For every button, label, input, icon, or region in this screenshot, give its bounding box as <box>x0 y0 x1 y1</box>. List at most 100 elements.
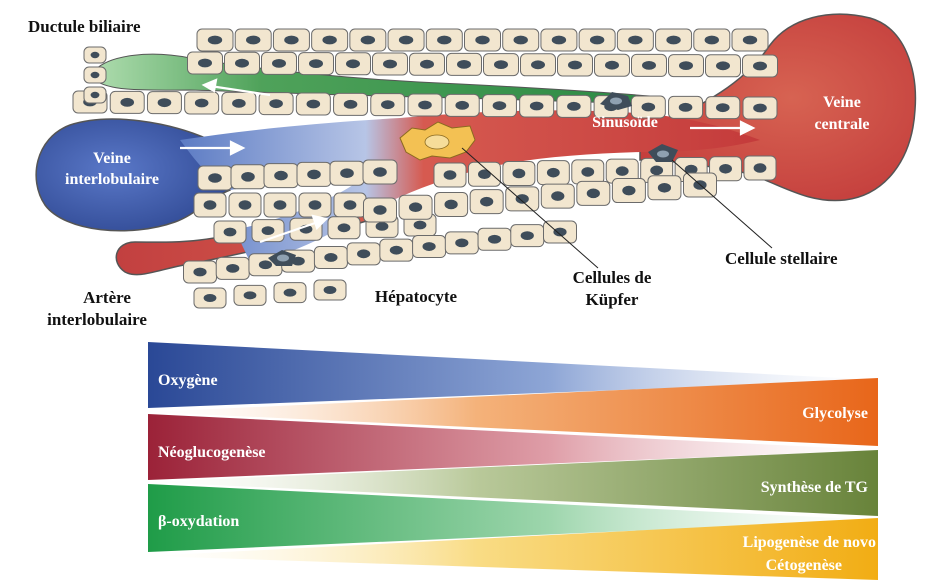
zonation-gradients: Oxygène Glycolyse Néoglucogenèse Synthès… <box>148 342 880 580</box>
hepatocyte-nucleus <box>346 59 360 68</box>
label-artere-interlobulaire-2: interlobulaire <box>47 310 147 329</box>
hepatocyte-nucleus <box>705 36 719 45</box>
hepatocyte-nucleus <box>455 239 468 248</box>
hepatocyte-nucleus <box>650 166 663 176</box>
hepatocyte-nucleus <box>373 167 387 177</box>
label-cetogenese: Cétogenèse <box>766 557 842 574</box>
hepatocyte-nucleus <box>91 72 100 78</box>
hepatocyte-nucleus <box>381 100 395 109</box>
hepatocyte-nucleus <box>414 221 427 230</box>
hepatocyte-nucleus <box>226 264 239 273</box>
hepatocyte-nucleus <box>679 103 693 112</box>
hepatocyte-nucleus <box>420 60 434 69</box>
label-veine-interlobulaire-2: interlobulaire <box>65 171 159 188</box>
hepatocyte-nucleus <box>262 226 275 235</box>
hepatocyte-nucleus <box>235 59 249 68</box>
hepatocyte-nucleus <box>437 36 451 45</box>
hepatocyte-nucleus <box>754 163 767 173</box>
hepatocyte-nucleus <box>743 36 757 45</box>
hepatocyte-nucleus <box>642 103 656 112</box>
label-neoglucogenese: Néoglucogenèse <box>158 444 266 461</box>
hepatocyte-nucleus <box>494 60 508 69</box>
hepatocyte-nucleus <box>361 36 375 45</box>
hepatocyte-nucleus <box>475 36 489 45</box>
lobule-anatomy: Ductule biliaire Veine interlobulaire Si… <box>28 14 915 329</box>
hepatocyte-nucleus <box>340 168 354 178</box>
hepatocyte-nucleus <box>338 223 351 232</box>
hepatocyte-nucleus <box>259 260 272 269</box>
hepatocyte-nucleus <box>239 200 252 210</box>
hepatocyte-nucleus <box>120 98 134 107</box>
hepatocyte-nucleus <box>373 205 386 215</box>
hepatocyte-nucleus <box>284 289 297 297</box>
label-cellules-kupfer-1: Cellules de <box>573 268 652 287</box>
hepatocyte-nucleus <box>357 249 370 258</box>
hepatocyte-nucleus <box>488 235 501 244</box>
hepatocyte-nucleus <box>344 200 357 210</box>
hepatocyte-nucleus <box>605 61 619 70</box>
hepatocyte-nucleus <box>719 164 732 174</box>
hepatocyte-nucleus <box>418 101 432 110</box>
hepatocyte-nucleus <box>272 59 286 68</box>
hepatocyte-nucleus <box>521 231 534 240</box>
hepatocyte-nucleus <box>224 228 237 237</box>
hepatocyte-nucleus <box>409 202 422 212</box>
label-glycolyse: Glycolyse <box>802 405 868 422</box>
hepatocyte-nucleus <box>444 170 457 180</box>
hepatocyte-nucleus <box>344 100 358 109</box>
hepatocyte-nucleus <box>753 104 767 113</box>
label-cellules-kupfer-2: Küpfer <box>586 290 639 309</box>
hepatocyte-nucleus <box>399 36 413 45</box>
label-oxygene: Oxygène <box>158 372 218 389</box>
label-ductule-biliaire: Ductule biliaire <box>28 17 141 36</box>
label-veine-centrale-2: centrale <box>814 116 869 133</box>
hepatocyte-nucleus <box>324 286 337 294</box>
hepatocyte-nucleus <box>204 200 217 210</box>
hepatocyte-nucleus <box>455 101 469 110</box>
hepatocyte-nucleus <box>514 36 528 45</box>
hepatocyte-nucleus <box>241 172 255 182</box>
label-artere-interlobulaire-1: Artère <box>83 288 131 307</box>
hepatocyte-nucleus <box>457 60 471 69</box>
hepatocyte-nucleus <box>322 36 336 45</box>
hepatocyte-nucleus <box>753 62 767 71</box>
hepatocyte-nucleus <box>622 186 635 196</box>
hepatocyte-nucleus <box>208 173 222 183</box>
hepatocyte-nucleus <box>91 52 100 58</box>
hepatocyte-nucleus <box>198 59 212 68</box>
hepatocyte-nucleus <box>567 102 581 111</box>
hepatocyte-nucleus <box>666 36 680 45</box>
hepatocyte-nucleus <box>587 189 600 199</box>
hepatocyte-nucleus <box>208 36 222 45</box>
hepatocyte-nucleus <box>512 169 525 179</box>
hepatocyte-nucleus <box>547 168 560 178</box>
label-synthese-tg: Synthèse de TG <box>761 479 869 496</box>
hepatocyte-nucleus <box>309 200 322 210</box>
hepatocyte-nucleus <box>679 61 693 70</box>
label-lipogenese: Lipogenèse de novo <box>743 534 876 551</box>
label-beta-oxydation: β-oxydation <box>158 513 239 530</box>
hepatocyte-nucleus <box>531 60 545 69</box>
hepatocyte-nucleus <box>246 36 260 45</box>
hepatocyte-nucleus <box>568 61 582 70</box>
hepatocyte-nucleus <box>616 166 629 176</box>
hepatocyte-nucleus <box>516 194 529 204</box>
hepatocyte-nucleus <box>274 171 288 181</box>
hepatocyte-nucleus <box>445 200 458 210</box>
hepatocyte-nucleus <box>383 60 397 69</box>
hepatocyte-nucleus <box>642 61 656 70</box>
label-sinusoide: Sinusoïde <box>592 114 658 131</box>
hepatocyte-nucleus <box>480 197 493 207</box>
hepatocyte-nucleus <box>274 200 287 210</box>
label-veine-interlobulaire-1: Veine <box>93 150 131 167</box>
hepatocyte-nucleus <box>581 167 594 177</box>
hepatocyte-nucleus <box>551 191 564 201</box>
hepatocyte-nucleus <box>284 36 298 45</box>
label-cellule-stellaire: Cellule stellaire <box>725 249 838 268</box>
hepatocyte-nucleus <box>552 36 566 45</box>
hepatocyte-nucleus <box>716 103 730 112</box>
hepatocyte-nucleus <box>658 183 671 193</box>
hepatocyte-nucleus <box>232 99 246 108</box>
hepatocyte-nucleus <box>307 170 321 180</box>
